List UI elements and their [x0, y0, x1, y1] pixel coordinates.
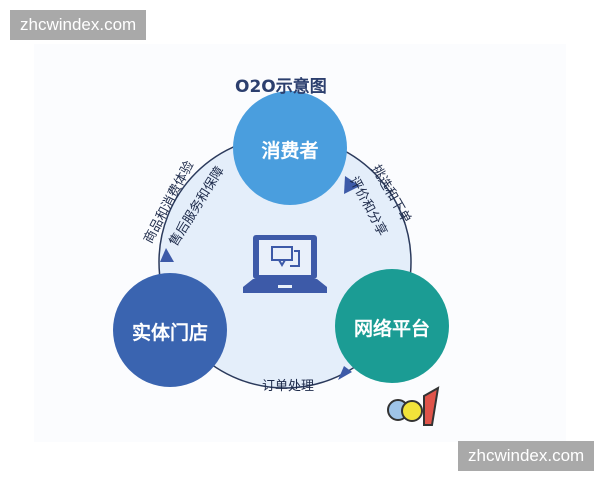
node-store-label: 实体门店 [131, 322, 208, 344]
laptop-chat-icon [243, 235, 327, 293]
cc1-logo [387, 386, 440, 426]
arrow-to-consumer [160, 248, 174, 262]
watermark-bottom: zhcwindex.com [458, 441, 595, 471]
node-store [113, 273, 227, 387]
arrow-to-store [338, 366, 352, 380]
watermark-top: zhcwindex.com [10, 10, 147, 40]
edge-label-order-processing: 订单处理 [262, 379, 315, 394]
node-platform [335, 269, 449, 383]
arrow-to-platform [344, 176, 360, 194]
node-consumer [233, 91, 347, 205]
diagram-title: O2O示意图 [235, 77, 327, 97]
node-platform-label: 网络平台 [353, 318, 430, 340]
node-consumer-label: 消费者 [261, 140, 319, 162]
